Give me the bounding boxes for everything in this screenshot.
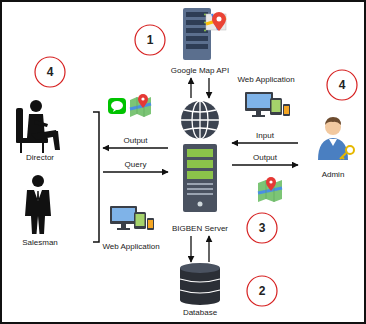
flow-arrow — [208, 236, 209, 262]
callout-number: 1 — [147, 33, 154, 47]
arrow-label: Output — [122, 136, 148, 146]
arrow-label: Output — [252, 153, 278, 163]
flow-arrow — [190, 236, 191, 262]
admin-node: Admin — [298, 112, 360, 182]
callout-circles — [35, 25, 357, 306]
app-label: Web Application — [237, 75, 294, 85]
arrow-label: Query — [124, 160, 148, 170]
map-icon — [130, 94, 151, 117]
node-label: Google Map API — [171, 66, 229, 76]
map-api-node: Google Map API — [168, 4, 232, 78]
flow-arrow — [208, 78, 209, 98]
server-icon — [183, 144, 217, 212]
group-bracket — [93, 112, 99, 242]
map-server-icon — [183, 8, 226, 60]
app-label: Web Application — [102, 242, 159, 252]
callout-number: 4 — [339, 78, 346, 92]
flow-arrow — [190, 78, 191, 98]
node-label: Salesman — [22, 238, 58, 248]
globe-icon — [181, 101, 219, 139]
devices-icon — [245, 92, 290, 117]
server-node: BIGBEN Server — [168, 98, 232, 236]
node-label: BIGBEN Server — [172, 224, 228, 234]
salesman-icon — [25, 175, 51, 234]
map-icon — [258, 177, 282, 202]
director-icon — [16, 100, 60, 153]
callout-number: 3 — [259, 221, 266, 235]
node-label: Database — [183, 308, 217, 318]
database-icon — [180, 263, 220, 305]
callout-number: 4 — [47, 65, 54, 79]
database-node: Database — [165, 262, 235, 320]
devices-icon — [110, 206, 154, 230]
callout-number: 2 — [259, 284, 266, 298]
flow-arrow — [232, 142, 298, 143]
line-app-icon — [108, 98, 126, 114]
arrow-label: Input — [255, 131, 275, 141]
admin-icon — [318, 117, 354, 160]
flow-arrow — [103, 147, 168, 148]
director-node: Director — [6, 95, 103, 165]
flow-arrow — [232, 164, 298, 165]
node-label: Director — [26, 153, 54, 163]
node-label: Admin — [322, 170, 345, 180]
salesman-node: Salesman — [6, 170, 103, 250]
flow-arrow — [103, 171, 168, 172]
